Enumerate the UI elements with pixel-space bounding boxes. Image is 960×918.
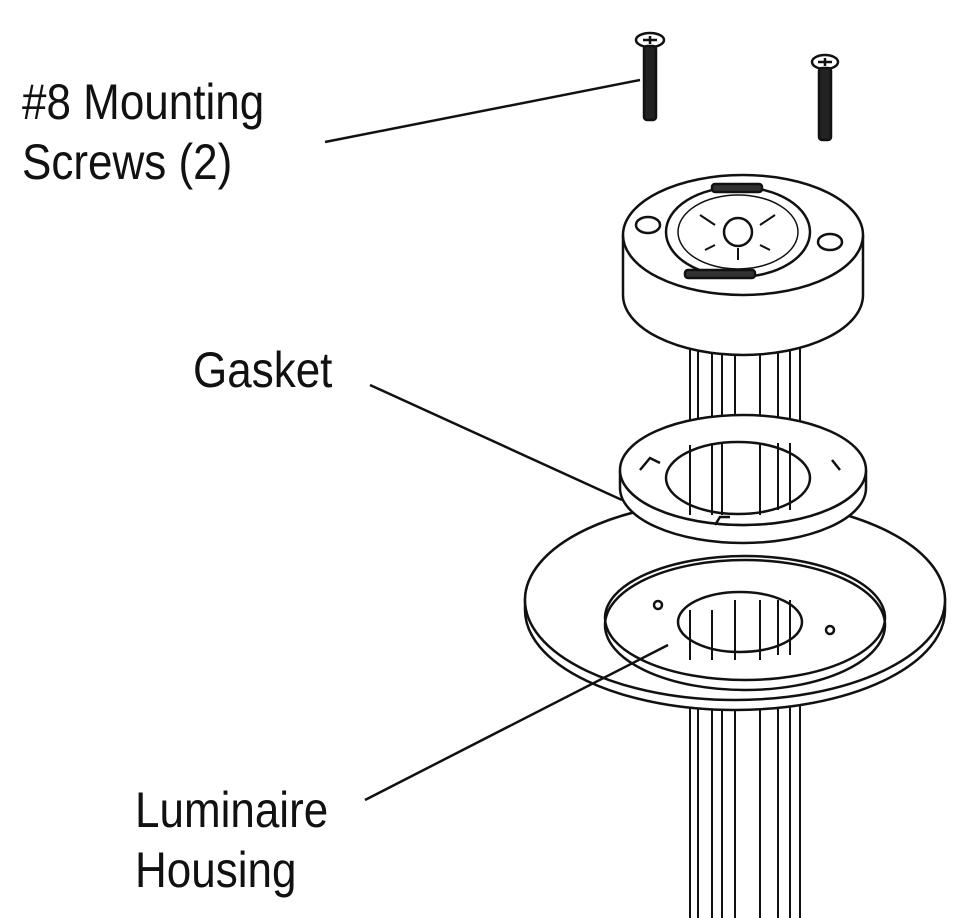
housing-label-line2: Housing — [135, 842, 297, 898]
mounting-screw — [634, 31, 666, 122]
gasket — [618, 413, 868, 545]
housing-label: Luminaire Housing — [135, 780, 328, 900]
housing-label-line1: Luminaire — [135, 782, 329, 838]
gasket-leader-line — [369, 383, 623, 502]
luminaire-housing — [523, 498, 947, 712]
screws-leader-line — [324, 78, 641, 144]
housing-leader-line — [364, 643, 669, 802]
receptacle — [621, 173, 865, 357]
screws-label-line1: #8 Mounting — [22, 74, 265, 130]
mounting-screw — [810, 53, 840, 142]
screws-label: #8 Mounting Screws (2) — [22, 72, 264, 192]
screws-label-line2: Screws (2) — [22, 134, 233, 190]
gasket-label: Gasket — [193, 342, 333, 398]
